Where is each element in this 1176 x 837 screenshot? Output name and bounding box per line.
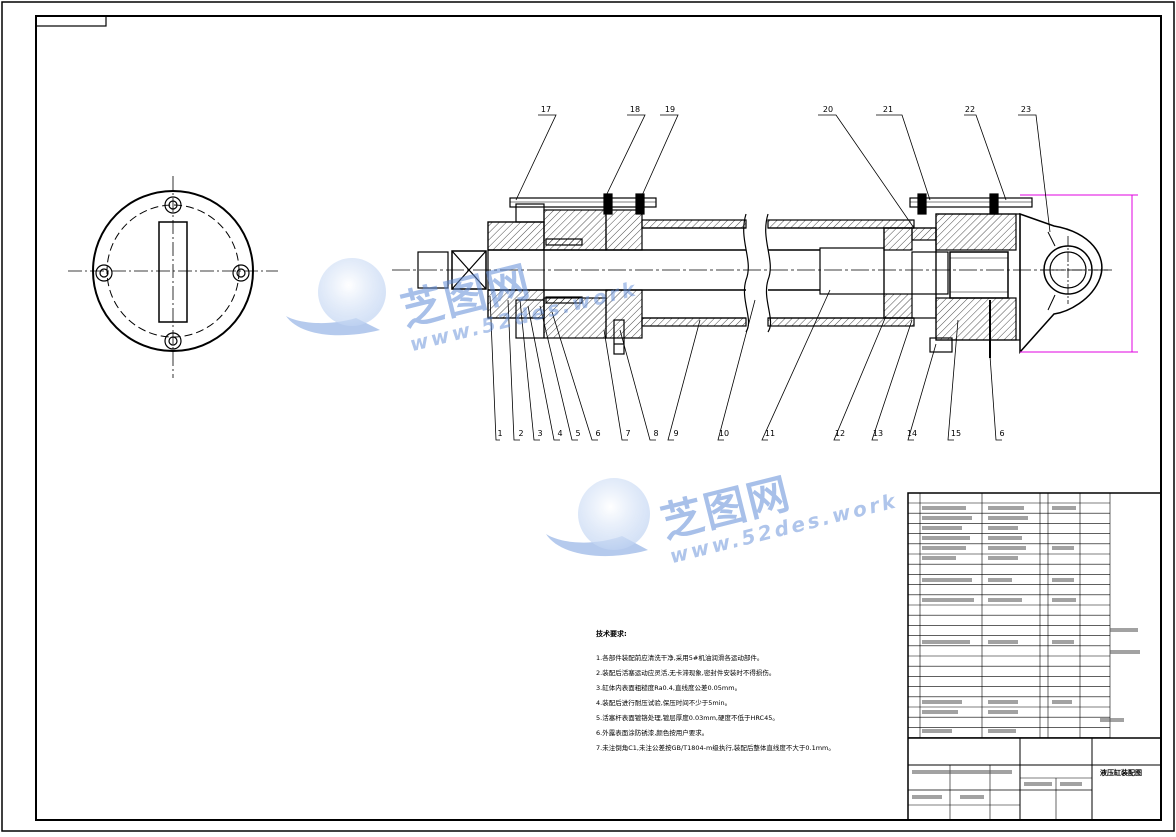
bom-text-mark xyxy=(922,578,972,582)
callout-label: 20 xyxy=(823,105,833,114)
bom-text-mark xyxy=(988,710,1018,714)
callout-label: 3 xyxy=(537,429,542,438)
callout-label: 5 xyxy=(575,429,580,438)
inner-border xyxy=(35,15,1162,821)
callouts-top: 17 18 19 20 21 22 23 xyxy=(541,105,1031,114)
bom-text-mark xyxy=(1052,700,1072,704)
callout-label: 1 xyxy=(497,429,502,438)
end-view xyxy=(68,176,278,378)
bom-text-mark xyxy=(960,795,984,799)
bom-text-mark xyxy=(1060,782,1082,786)
bom-text-mark xyxy=(922,506,966,510)
bom-table xyxy=(907,492,1162,821)
bom-text-marks xyxy=(912,506,1140,799)
callout-label: 13 xyxy=(873,429,883,438)
callout-leaders-bottom xyxy=(489,289,1002,441)
watermark-globe-1 xyxy=(286,258,386,336)
technical-notes: 技术要求: 1.各部件装配前应清洗干净,采用5#机油润滑各运动部件。 2.装配后… xyxy=(596,630,888,759)
watermark-globe-2 xyxy=(546,478,650,557)
callout-label: 10 xyxy=(719,429,729,438)
bom-text-mark xyxy=(988,556,1018,560)
notes-line: 3.缸体内表面粗糙度Ra0.4,直线度公差0.05mm。 xyxy=(596,684,742,692)
callout-label: 6 xyxy=(595,429,600,438)
drawing-title: 液压缸装配图 xyxy=(1100,769,1142,777)
callout-label: 19 xyxy=(665,105,675,114)
bom-text-mark xyxy=(922,700,962,704)
callout-label: 12 xyxy=(835,429,845,438)
bom-text-mark xyxy=(922,710,958,714)
bom-text-mark xyxy=(912,770,1012,774)
notes-line: 6.外露表面涂防锈漆,颜色按用户要求。 xyxy=(596,729,709,737)
notes-title: 技术要求: xyxy=(596,630,627,638)
callout-label: 2 xyxy=(518,429,523,438)
corner-box xyxy=(35,15,107,27)
bom-text-mark xyxy=(912,795,942,799)
callout-label: 7 xyxy=(625,429,630,438)
callout-label: 4 xyxy=(557,429,562,438)
callout-label: 9 xyxy=(673,429,678,438)
callout-label: 17 xyxy=(541,105,551,114)
section-view xyxy=(392,193,1112,358)
callout-leaders-top xyxy=(515,114,1051,233)
bom-text-mark xyxy=(922,640,970,644)
bom-text-mark xyxy=(922,526,962,530)
callout-label: 22 xyxy=(965,105,975,114)
bom-text-mark xyxy=(988,546,1026,550)
bom-text-mark xyxy=(988,536,1022,540)
callout-label: 23 xyxy=(1021,105,1031,114)
bom-text-mark xyxy=(922,556,956,560)
bom-text-mark xyxy=(988,598,1022,602)
bom-text-mark xyxy=(988,578,1012,582)
bom-text-mark xyxy=(922,536,970,540)
bom-text-mark xyxy=(988,516,1028,520)
callout-label: 21 xyxy=(883,105,893,114)
bom-text-mark xyxy=(1052,546,1074,550)
notes-line: 7.未注倒角C1,未注公差按GB/T1804-m级执行,装配后整体直线度不大于0… xyxy=(596,744,835,752)
bom-text-mark xyxy=(988,729,1016,733)
bom-text-mark xyxy=(922,729,952,733)
bom-text-mark xyxy=(1110,650,1140,654)
callout-label: 15 xyxy=(951,429,961,438)
bom-text-mark xyxy=(1100,718,1124,722)
bom-text-mark xyxy=(988,506,1024,510)
notes-line: 1.各部件装配前应清洗干净,采用5#机油润滑各运动部件。 xyxy=(596,654,764,662)
callout-label: 11 xyxy=(765,429,775,438)
bom-text-mark xyxy=(988,700,1018,704)
bom-text-mark xyxy=(1024,782,1052,786)
callout-label: 14 xyxy=(907,429,917,438)
callout-label: 8 xyxy=(653,429,658,438)
callout-label: 18 xyxy=(630,105,640,114)
bom-text-mark xyxy=(1052,578,1074,582)
bom-text-mark xyxy=(922,598,974,602)
bom-text-mark xyxy=(1052,598,1076,602)
bom-text-mark xyxy=(988,640,1018,644)
bom-text-mark xyxy=(1110,628,1138,632)
bom-text-mark xyxy=(922,546,966,550)
callout-label: 6 xyxy=(999,429,1004,438)
bom-text-mark xyxy=(922,516,972,520)
bom-text-mark xyxy=(1052,506,1076,510)
dimension-height xyxy=(1020,194,1138,353)
notes-line: 2.装配后活塞运动应灵活,无卡滞现象,密封件安装时不得损伤。 xyxy=(596,669,776,677)
notes-line: 5.活塞杆表面镀铬处理,镀层厚度0.03mm,硬度不低于HRC45。 xyxy=(596,714,779,722)
bom-text-mark xyxy=(1052,640,1074,644)
bom-text-mark xyxy=(988,526,1018,530)
notes-line: 4.装配后进行耐压试验,保压时间不少于5min。 xyxy=(596,699,732,707)
